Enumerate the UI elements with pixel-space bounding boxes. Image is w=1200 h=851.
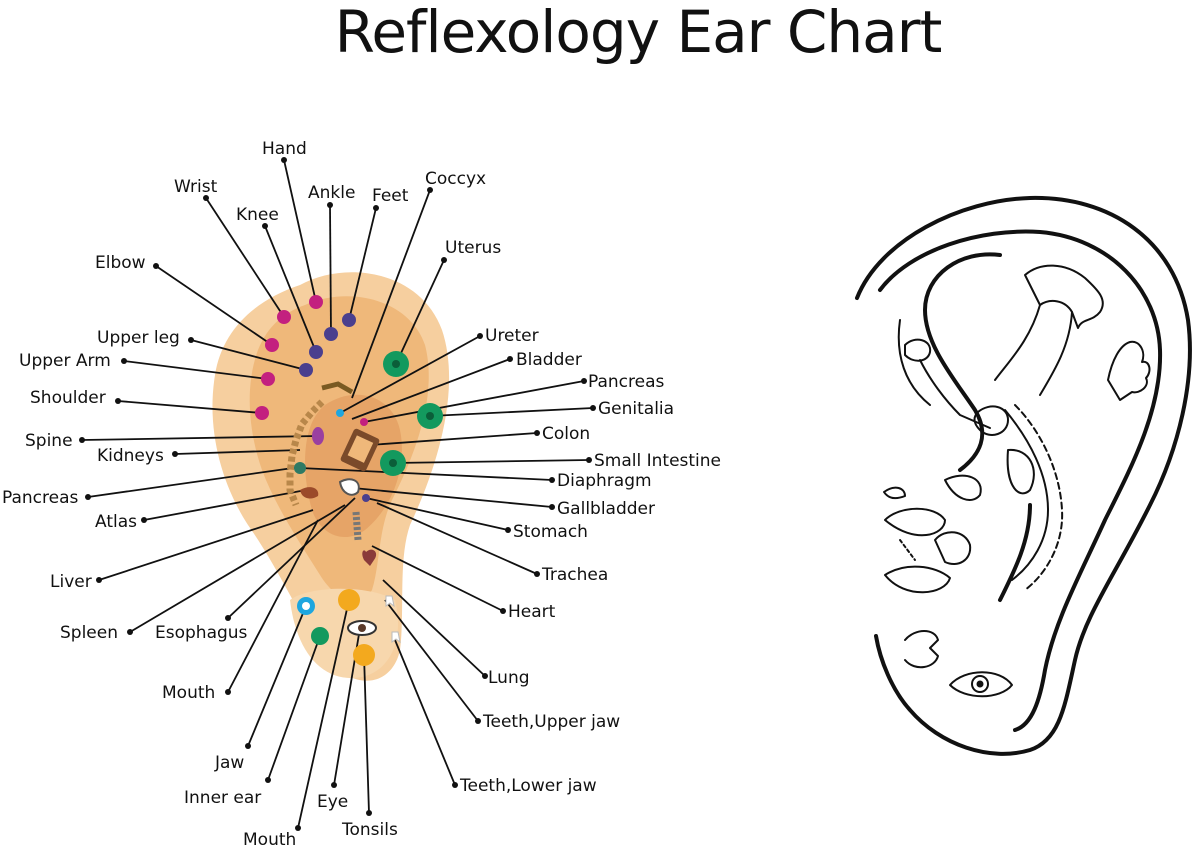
heart-sketch-line (934, 531, 972, 565)
ankle-point (324, 327, 338, 341)
label-pancreas-left: Pancreas (2, 488, 79, 508)
label-kidneys: Kidneys (97, 446, 164, 466)
label-wrist: Wrist (174, 177, 218, 197)
heart-sketch (362, 549, 377, 566)
label-esophagus: Esophagus (155, 623, 248, 643)
label-inner-ear: Inner ear (184, 788, 261, 808)
lung-sketch-line (884, 507, 946, 537)
label-bladder: Bladder (516, 350, 582, 370)
colored-ear-organ-sketches (286, 381, 401, 644)
concha-curve (998, 503, 1032, 602)
outer-helix-outline (855, 195, 1192, 756)
label-uterus: Uterus (445, 238, 501, 258)
label-heart: Heart (508, 602, 556, 622)
label-stomach: Stomach (513, 522, 588, 542)
label-trachea: Trachea (541, 565, 608, 585)
label-dots (79, 157, 596, 831)
label-pancreas-right: Pancreas (588, 372, 665, 392)
antihelix-s-curve (923, 252, 1002, 472)
inner-ear-point (311, 627, 329, 645)
chart-title: Reflexology Ear Chart (334, 0, 943, 66)
label-coccyx: Coccyx (425, 169, 486, 189)
label-upper-leg: Upper leg (97, 328, 180, 348)
wrist-point (277, 310, 291, 324)
tonsils-point-upper (338, 589, 360, 611)
intestine-sketch-line (973, 405, 1009, 436)
shoulder-point (255, 406, 269, 420)
label-tonsils: Tonsils (341, 820, 398, 840)
tonsils-point (353, 644, 375, 666)
stomach-point (362, 494, 370, 502)
trachea-sketch-line (899, 539, 916, 561)
label-knee: Knee (236, 205, 279, 225)
tooth-sketch-upper (385, 595, 395, 608)
leg-sketch (994, 304, 1073, 396)
kidney-point (312, 427, 324, 445)
label-feet: Feet (372, 186, 409, 206)
lung-sketch-line-2 (884, 565, 951, 594)
kidney-sketch-line (904, 338, 932, 362)
label-hand: Hand (262, 139, 307, 159)
label-liver: Liver (50, 572, 92, 592)
label-ureter: Ureter (485, 326, 539, 346)
coccyx-sketch (321, 381, 354, 395)
hand-point (309, 295, 323, 309)
stomach-sketch (338, 478, 360, 496)
label-spine: Spine (25, 431, 73, 451)
label-diaphragm: Diaphragm (557, 471, 652, 491)
label-teeth-lower-jaw: Teeth,Lower jaw (459, 776, 597, 796)
spine-sketch-line-2 (1004, 409, 1049, 581)
spine-sketch (286, 399, 325, 507)
inner-helix-outline (878, 229, 1163, 732)
liver-sketch (300, 487, 319, 499)
feet-point (342, 313, 356, 327)
label-colon: Colon (542, 424, 590, 444)
label-atlas: Atlas (95, 512, 137, 532)
label-genitalia: Genitalia (598, 399, 674, 419)
organ-tube-line (919, 359, 991, 429)
line-eye-sketch (949, 671, 1013, 698)
reflex-points (255, 295, 443, 666)
stomach-sketch-line (944, 474, 982, 501)
elbow-point (265, 338, 279, 352)
mouth-teeth-sketch (904, 630, 939, 669)
label-small-intestine: Small Intestine (594, 451, 721, 471)
antihelix-inner-line (897, 319, 931, 406)
leader-lines (81, 159, 594, 829)
upper-arm-point (261, 372, 275, 386)
liver-sketch-line (1006, 448, 1035, 495)
label-eye: Eye (317, 792, 348, 812)
spine-sketch-line (1014, 404, 1064, 591)
mouth-lips-sketch (883, 486, 906, 500)
pancreas-right-point (360, 418, 368, 426)
diaphragm-point (294, 462, 306, 474)
label-lung: Lung (488, 668, 530, 688)
label-upper-arm: Upper Arm (19, 351, 111, 371)
label-jaw: Jaw (214, 753, 244, 773)
point-labels: Hand Wrist Knee Ankle Feet Coccyx Uterus… (2, 139, 721, 850)
label-ankle: Ankle (308, 183, 355, 203)
label-spleen: Spleen (60, 623, 118, 643)
ureter-point (336, 409, 344, 417)
label-mouth-lower: Mouth (243, 830, 296, 850)
label-teeth-upper-jaw: Teeth,Upper jaw (482, 712, 620, 732)
label-mouth-upper: Mouth (162, 683, 215, 703)
tooth-sketch-lower (391, 631, 401, 644)
knee-point (309, 345, 323, 359)
foot-sketch (1024, 264, 1104, 329)
line-art-ear-illustration (855, 195, 1192, 756)
upper-leg-point (299, 363, 313, 377)
label-gallbladder: Gallbladder (557, 499, 655, 519)
label-shoulder: Shoulder (30, 388, 106, 408)
label-elbow: Elbow (95, 253, 146, 273)
hand-sketch (1107, 340, 1151, 401)
